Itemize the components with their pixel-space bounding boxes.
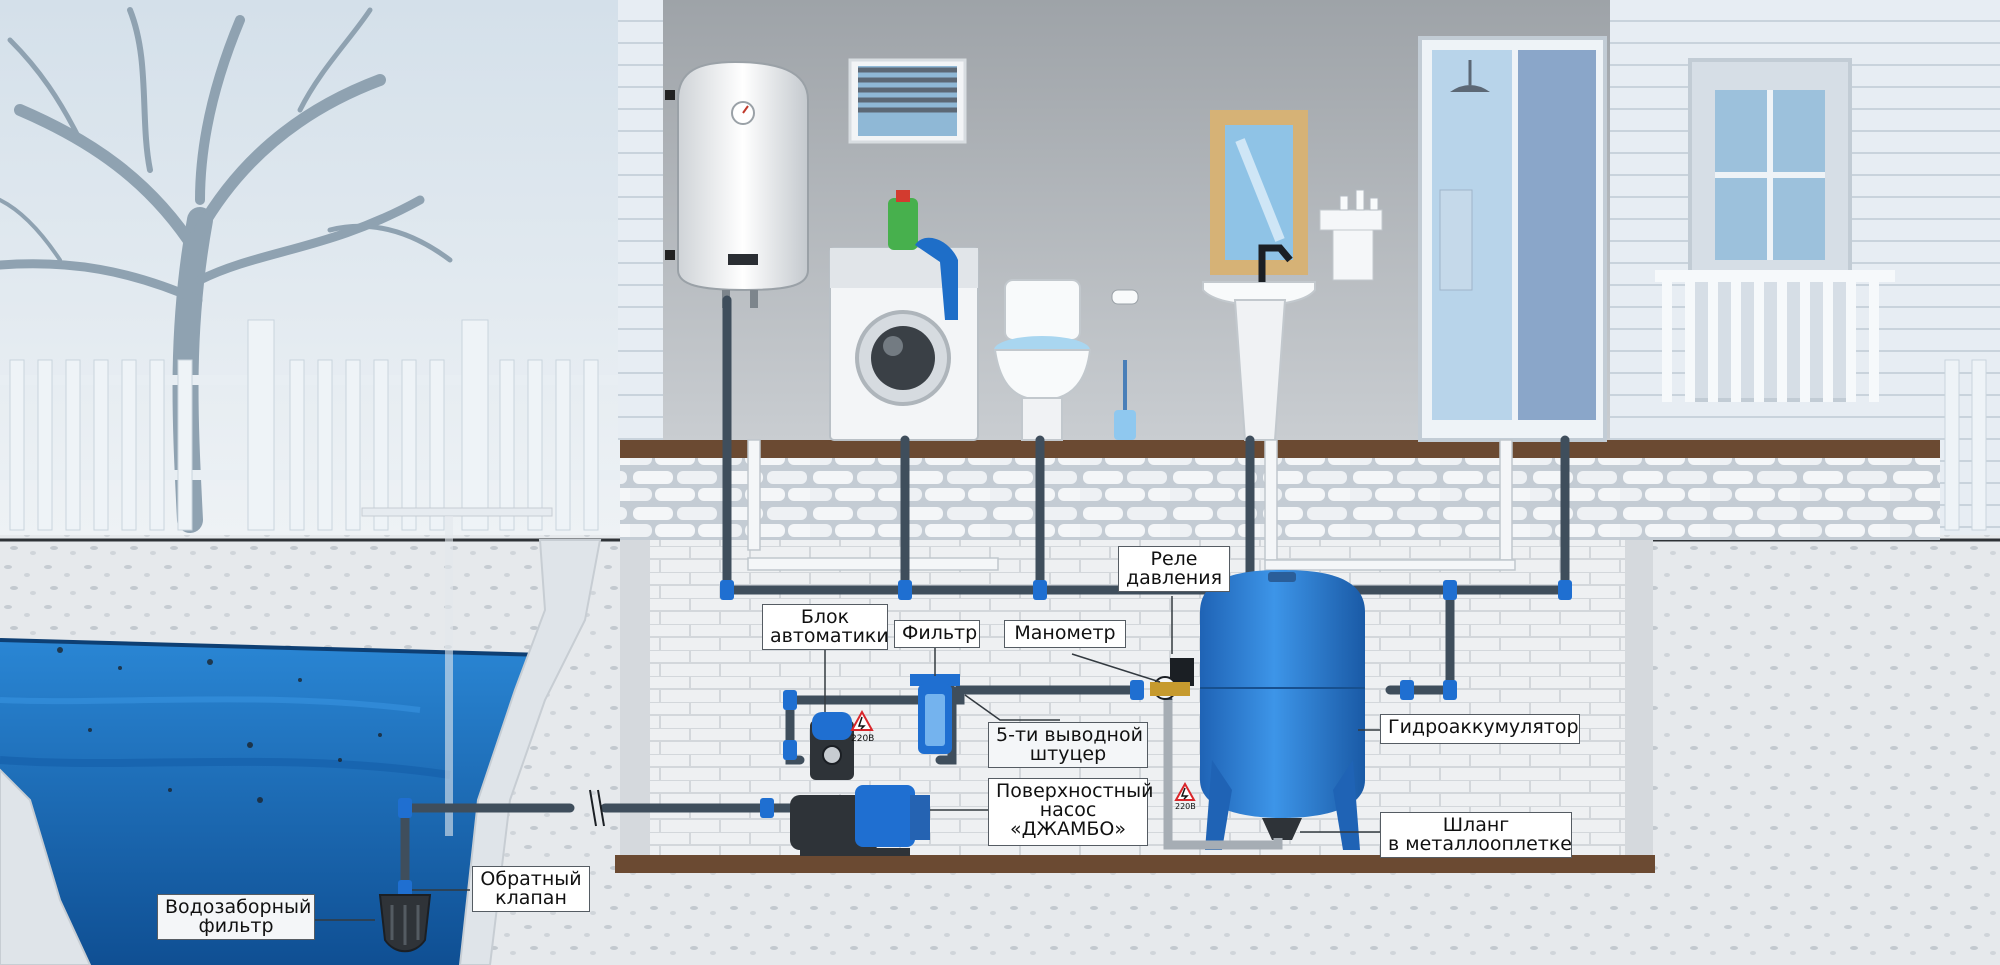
surface-pump [790,712,930,856]
braided-hose [1163,700,1283,850]
label-blok-line2: автоматики [770,625,889,647]
voltage-label-2: 220В [1175,802,1196,811]
label-nasos-line2: насос [1039,799,1097,821]
supply-piping [400,295,1570,900]
label-shlang-line1: Шланг [1442,814,1510,836]
callout-filter: Фильтр [894,620,980,648]
shower-cabin [1418,36,1607,442]
label-shtutser-line2: штуцер [1029,743,1107,765]
stone-foundation [620,458,1940,540]
callout-pump: Поверхностный насос «ДЖАМБО» [988,778,1154,846]
voltage-warning-1 [850,709,874,731]
label-nasos-line1: Поверхностный [996,780,1154,802]
callout-intake-filter: Водозаборный фильтр [157,894,315,940]
label-manometr: Манометр [1014,622,1116,644]
water-heater [665,60,809,308]
toilet [993,279,1139,441]
sink-mirror [1202,110,1383,441]
label-rele-line1: Реле [1150,548,1198,570]
callout-check-valve: Обратный клапан [472,866,590,912]
voltage-warning-2 [1174,781,1196,801]
label-filtr: Фильтр [902,622,978,644]
label-gidro: Гидроаккумулятор [1388,716,1579,738]
well-structure [361,507,553,836]
label-vodozabor-line2: фильтр [198,915,274,937]
callout-pressure-relay: Реле давления [1118,546,1230,592]
callout-braided-hose: Шланг в металлооплетке [1380,812,1572,858]
label-obratny-line1: Обратный [480,868,582,890]
label-rele-line2: давления [1126,567,1223,589]
drain-pipes [747,439,1516,571]
callout-automation-unit: Блок автоматики [762,604,889,650]
callout-manifold: 5-ти выводной штуцер [988,722,1148,768]
washing-machine [829,190,979,441]
label-nasos-line3: «ДЖАМБО» [1010,818,1126,840]
hydro-accumulator [1200,570,1365,850]
pipe-break-mark [589,789,605,827]
label-obratny-line2: клапан [495,887,567,909]
label-blok-line1: Блок [800,606,850,628]
fence-left [0,319,625,531]
voltage-label-1: 220В [851,734,874,744]
callout-accumulator: Гидроаккумулятор [1380,714,1580,744]
label-shtutser-line1: 5-ти выводной [996,724,1143,746]
label-vodozabor-line1: Водозаборный [165,896,312,918]
floor-slab [620,440,1940,458]
window-blinds [848,58,967,144]
cartridge-filter [910,674,960,754]
intake-filter [378,894,432,953]
callout-manometer: Манометр [1004,620,1126,648]
label-shlang-line2: в металлооплетке [1388,833,1572,855]
